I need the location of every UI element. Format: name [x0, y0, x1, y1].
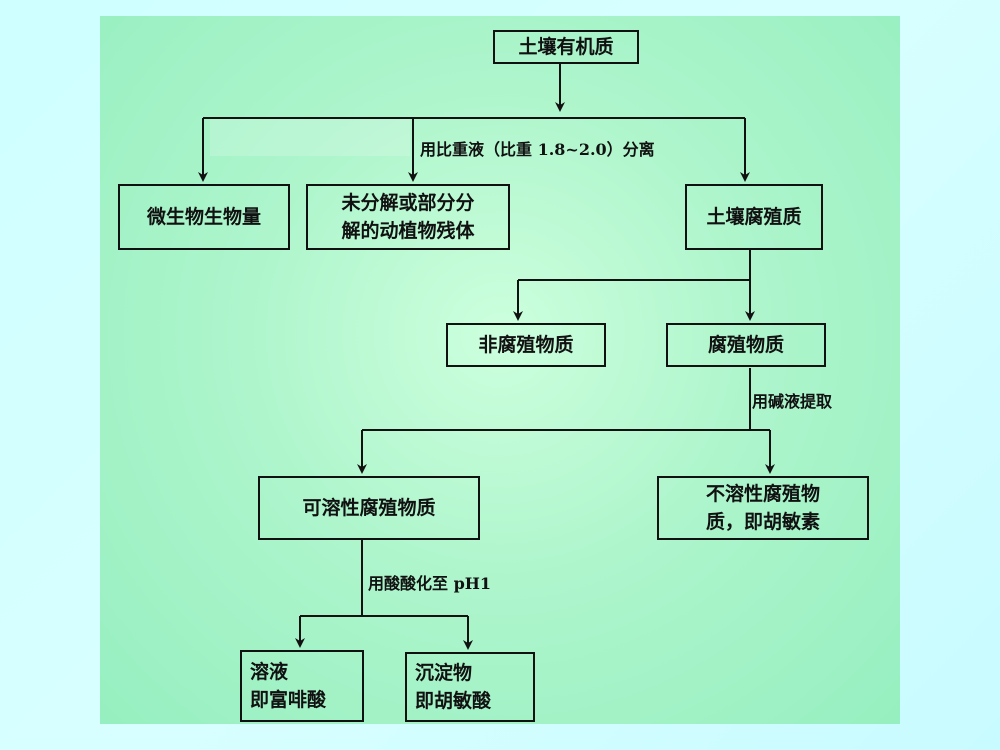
node-fulvic-acid-solution: 溶液 即富啡酸	[240, 650, 364, 722]
node-insoluble-humin: 不溶性腐殖物 质，即胡敏素	[657, 476, 869, 540]
node-plant-animal-residue: 未分解或部分分 解的动植物残体	[306, 184, 510, 250]
node-soil-humus: 土壤腐殖质	[685, 184, 823, 250]
edge-label-heavy-liquid-separation: 用比重液（比重 1.8~2.0）分离	[420, 140, 655, 159]
diagram-panel	[100, 16, 900, 724]
node-non-humic-substance: 非腐殖物质	[446, 323, 606, 367]
edge-label-alkali-extraction: 用碱液提取	[752, 392, 833, 411]
node-soil-organic-matter: 土壤有机质	[493, 30, 639, 64]
faded-background-mark	[210, 118, 410, 156]
node-humic-acid-precipitate: 沉淀物 即胡敏酸	[405, 652, 535, 722]
node-microbial-biomass: 微生物生物量	[118, 184, 290, 250]
edge-label-acidify: 用酸酸化至 pH1	[368, 574, 492, 593]
node-soluble-humic-substance: 可溶性腐殖物质	[258, 476, 480, 540]
node-humic-substance: 腐殖物质	[666, 323, 826, 367]
